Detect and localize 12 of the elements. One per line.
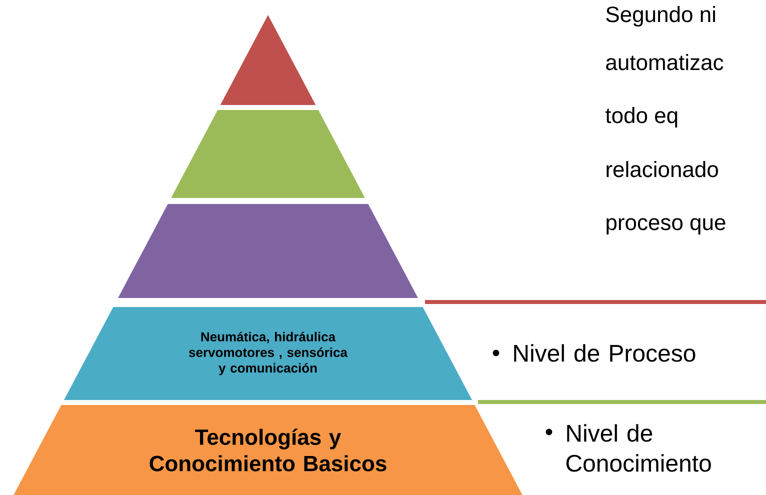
pyramid-layer: Tecnologías y Conocimiento Basicos bbox=[14, 404, 522, 495]
text-line: Segundo ni bbox=[606, 6, 715, 27]
pyramid-layer bbox=[118, 204, 418, 298]
text-line: proceso que bbox=[606, 218, 726, 235]
pyramid-layer: Neumática, hidráulica servomotores , sensórica y comunicación bbox=[64, 307, 472, 400]
level-label: Nivel de Conocimiento bbox=[566, 424, 711, 472]
pyramid-layer bbox=[171, 110, 365, 198]
text-line: automatizac bbox=[606, 54, 724, 70]
level-label: Nivel de Proceso bbox=[514, 344, 696, 362]
text-line: todo eq bbox=[606, 107, 678, 128]
pyramid-layer bbox=[220, 15, 316, 105]
text-line: relacionado bbox=[606, 161, 718, 178]
